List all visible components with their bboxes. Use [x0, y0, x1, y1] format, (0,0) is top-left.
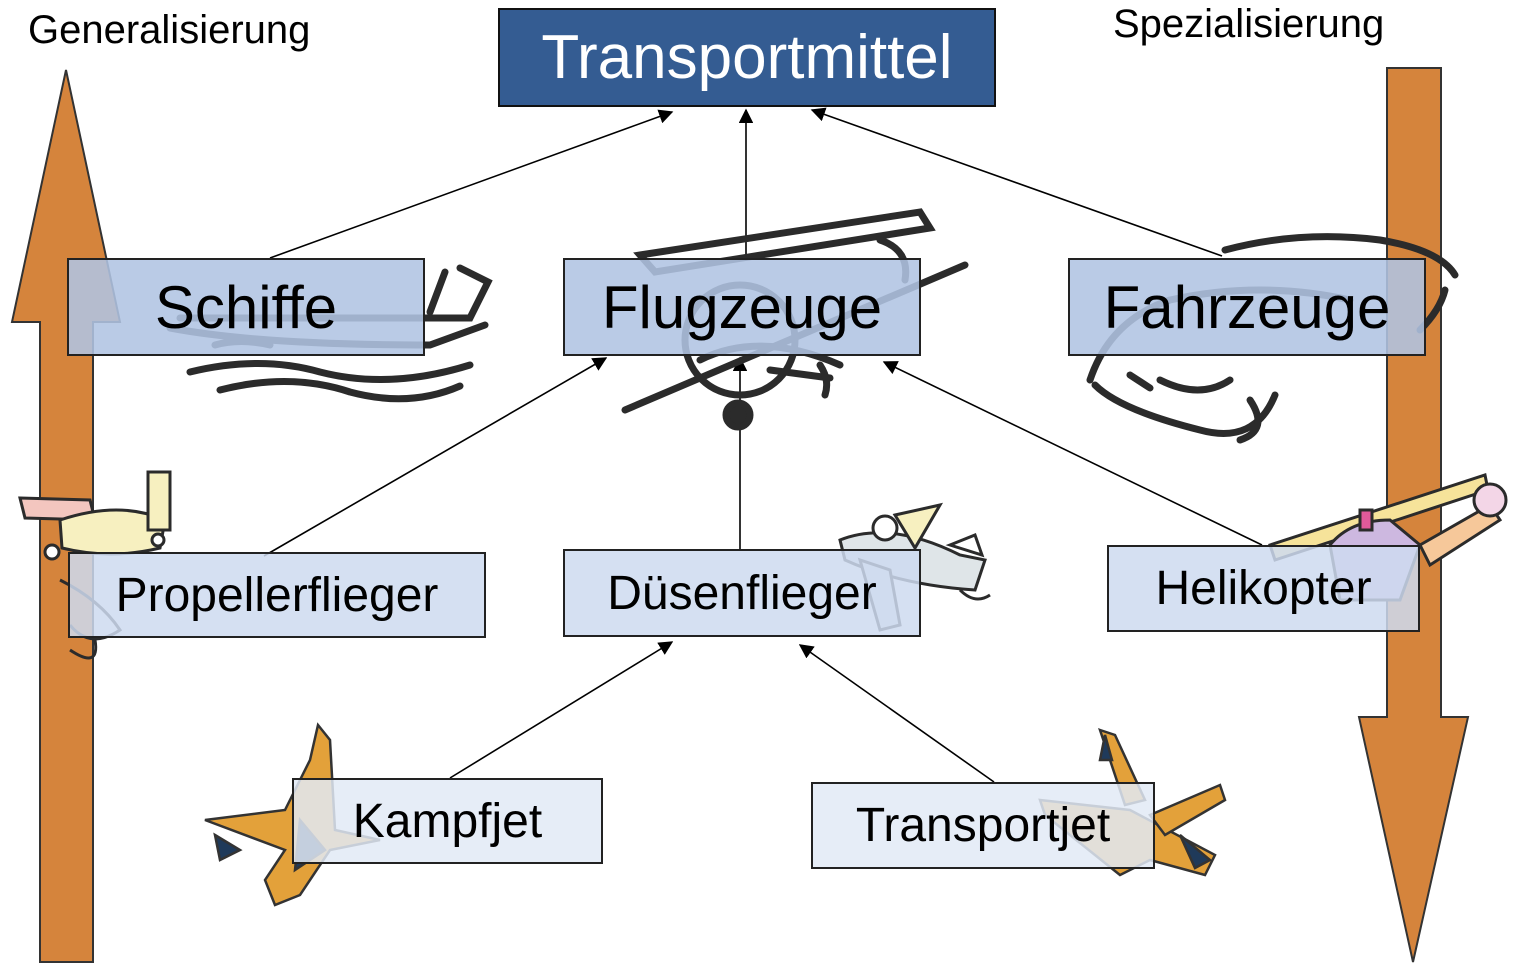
edge-ships-root [269, 109, 674, 259]
specialization-label: Spezialisierung [1113, 2, 1385, 46]
edge-transport-jet [798, 644, 995, 783]
edge-fighter-jet [449, 641, 674, 779]
node-propellerflieger: Propellerflieger [68, 552, 486, 638]
generalization-label: Generalisierung [28, 8, 311, 52]
node-fahrzeuge: Fahrzeuge [1068, 258, 1426, 356]
node-transportjet: Transportjet [811, 782, 1155, 869]
node-transportmittel: Transportmittel [498, 8, 996, 107]
node-helikopter: Helikopter [1107, 545, 1420, 632]
edge-propeller-aircraft [263, 357, 608, 557]
node-kampfjet: Kampfjet [292, 778, 603, 864]
edge-helicopter-aircraft [882, 361, 1263, 546]
node-duesenflieger: Düsenflieger [563, 549, 921, 637]
node-schiffe: Schiffe [67, 258, 425, 356]
edge-vehicles-root [810, 107, 1223, 257]
node-flugzeuge: Flugzeuge [563, 258, 921, 356]
